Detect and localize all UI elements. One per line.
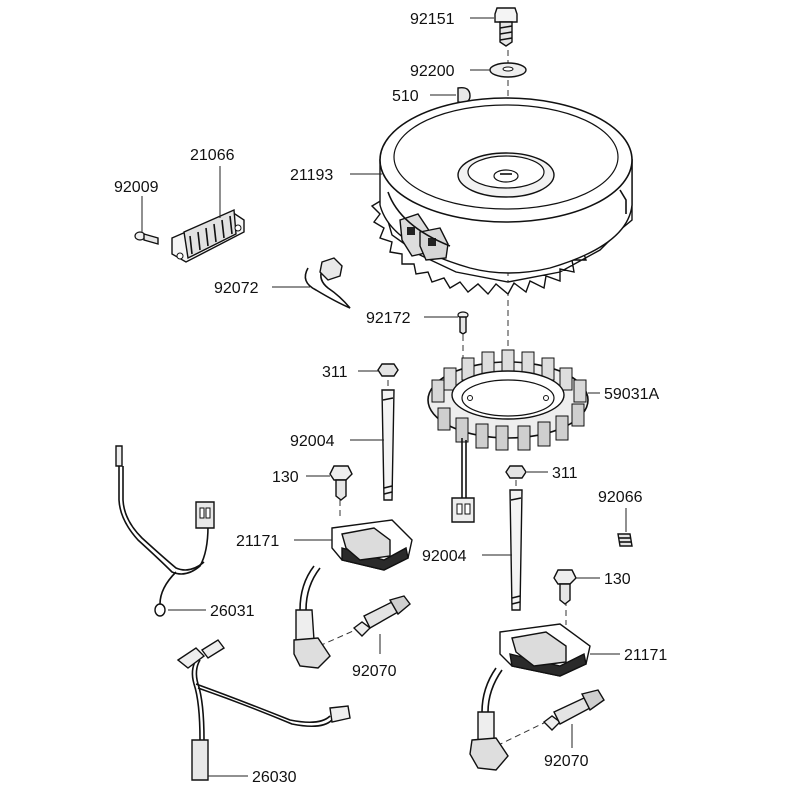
label-92009: 92009: [114, 179, 159, 196]
label-92004-left: 92004: [290, 433, 335, 450]
bolt-130-right[interactable]: [553, 569, 577, 605]
label-510: 510: [392, 88, 419, 105]
cap-92066[interactable]: [617, 533, 633, 547]
flywheel-21193[interactable]: [370, 97, 633, 296]
stator-teeth: [431, 349, 587, 451]
regulator-21066[interactable]: [171, 208, 245, 263]
label-21171-right: 21171: [624, 647, 667, 664]
label-92200: 92200: [410, 63, 455, 80]
bolt-130-left[interactable]: [329, 465, 353, 501]
stud-92004-right[interactable]: [509, 489, 523, 611]
screw-92009[interactable]: [134, 231, 159, 245]
clamp-92072[interactable]: [304, 257, 351, 309]
ignition-coil-21171-left[interactable]: [293, 519, 413, 669]
stud-92004-left[interactable]: [381, 389, 395, 501]
label-92072: 92072: [214, 280, 259, 297]
label-21193: 21193: [290, 167, 333, 184]
spark-plug-92070-left[interactable]: [352, 595, 411, 637]
nut-311-right[interactable]: [505, 465, 527, 479]
wire-harness-26030[interactable]: [176, 639, 351, 781]
label-92172: 92172: [366, 310, 411, 327]
label-92070-right: 92070: [544, 753, 589, 770]
label-21171-left: 21171: [236, 533, 279, 550]
label-92004-right: 92004: [422, 548, 467, 565]
label-59031A: 59031A: [604, 386, 659, 403]
label-26031: 26031: [210, 603, 255, 620]
nut-311-left[interactable]: [377, 363, 399, 377]
label-92070-left: 92070: [352, 663, 397, 680]
label-311-left: 311: [322, 364, 348, 381]
bolt-92151[interactable]: [494, 7, 518, 47]
part-labels: 92151 92200 510 21066 92009 21193 92072 …: [114, 11, 667, 786]
label-92066: 92066: [598, 489, 643, 506]
ignition-coil-21171-right[interactable]: [469, 623, 591, 771]
label-311-right: 311: [552, 465, 578, 482]
label-92151: 92151: [410, 11, 455, 28]
screw-92172[interactable]: [457, 311, 469, 335]
washer-92200[interactable]: [489, 62, 527, 78]
label-130-right: 130: [604, 571, 631, 588]
label-21066: 21066: [190, 147, 235, 164]
stator-59031A[interactable]: [427, 349, 589, 523]
label-130-left: 130: [272, 469, 299, 486]
leader-lines: [141, 17, 627, 777]
spark-plug-92070-right[interactable]: [542, 689, 605, 731]
label-26030: 26030: [252, 769, 297, 786]
wire-harness-26031[interactable]: [115, 445, 215, 617]
